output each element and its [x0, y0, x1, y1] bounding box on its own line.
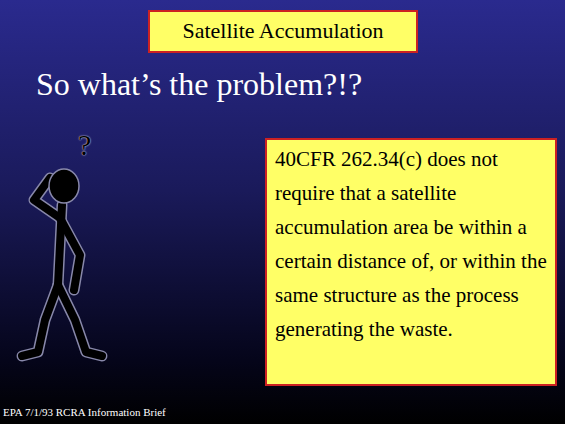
- title-text: Satellite Accumulation: [158, 18, 408, 44]
- question-mark: ?: [78, 128, 91, 162]
- slide-heading: So what’s the problem?!?: [36, 66, 362, 103]
- title-box: Satellite Accumulation: [148, 10, 418, 53]
- source-note: EPA 7/1/93 RCRA Information Brief: [3, 406, 166, 418]
- note-box: 40CFR 262.34(c) does not require that a …: [265, 138, 557, 386]
- note-text: 40CFR 262.34(c) does not require that a …: [275, 142, 547, 346]
